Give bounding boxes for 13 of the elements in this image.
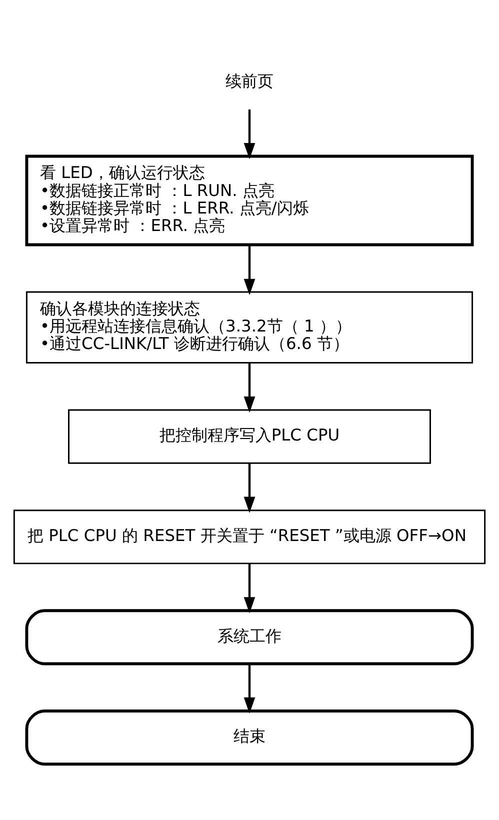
arrow <box>244 464 256 514</box>
arrow <box>244 109 256 160</box>
arrow <box>244 363 256 413</box>
node-text: 续前页 <box>226 72 274 91</box>
arrow <box>244 664 256 714</box>
node-box: 把控制程序写入PLC CPU <box>68 409 431 464</box>
node-box: 系统工作 <box>25 609 474 666</box>
node-box: 看 LED，确认运行状态 •数据链接正常时 ：L RUN. 点亮 •数据链接异常时 ：L ERR. 点亮/闪烁 •设置异常时 ：ERR. 点亮 <box>25 154 474 246</box>
arrow <box>244 245 256 296</box>
arrow <box>244 564 256 614</box>
node-box: 确认各模块的连接状态 •用远程站连接信息确认（3.3.2节（ 1 ）） •通过CC-LINK/LT 诊断进行确认（6.6 节） <box>26 291 474 364</box>
node-box: 把 PLC CPU 的 RESET 开关置于 “RESET ”或电源 OFF→ON <box>13 510 486 564</box>
node-box: 结束 <box>25 710 474 766</box>
